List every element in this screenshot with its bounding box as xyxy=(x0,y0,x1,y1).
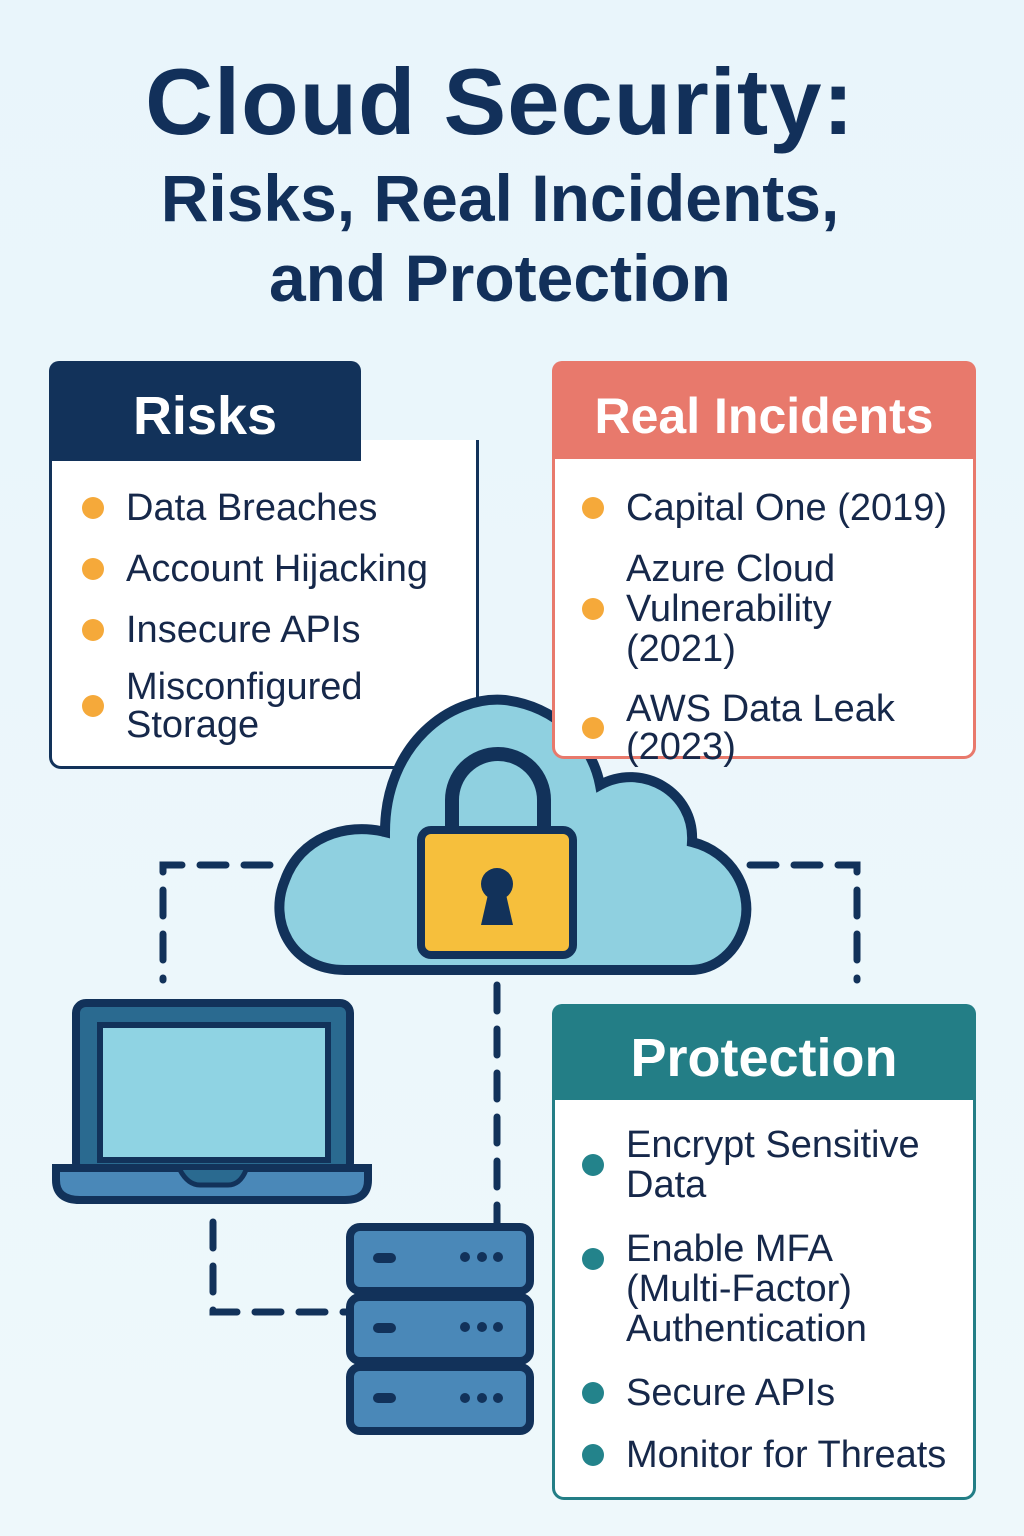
list-item: Misconfigured Storage xyxy=(52,668,426,744)
bullet-icon xyxy=(582,1382,604,1404)
list-item: Monitor for Threats xyxy=(552,1435,972,1475)
bullet-icon xyxy=(582,1444,604,1466)
connector-right xyxy=(746,861,861,984)
item-label: Enable MFA (Multi-Factor) Authentication xyxy=(626,1228,867,1350)
item-label: Encrypt Sensitive Data xyxy=(626,1124,920,1206)
bullet-icon xyxy=(582,1248,604,1270)
incidents-list: Capital One (2019) Azure Cloud Vulnerabi… xyxy=(552,488,972,766)
list-item: Data Breaches xyxy=(52,488,472,528)
risks-list: Data Breaches Account Hijacking Insecure… xyxy=(52,488,472,744)
list-item: AWS Data Leak (2023) xyxy=(552,690,926,766)
dashed-connectors xyxy=(159,861,861,1316)
item-label: AWS Data Leak (2023) xyxy=(626,688,895,768)
item-label: Capital One (2019) xyxy=(626,487,948,529)
title-sub-1: Risks, Real Incidents, xyxy=(160,161,840,235)
bullet-icon xyxy=(82,619,104,641)
connector-left xyxy=(159,861,274,984)
server-indicators xyxy=(373,1252,503,1403)
protection-heading: Protection xyxy=(552,1004,976,1100)
item-label: Data Breaches xyxy=(126,487,378,529)
bullet-icon xyxy=(582,717,604,739)
bullet-icon xyxy=(582,598,604,620)
laptop-icon xyxy=(52,999,372,1204)
item-label: Misconfigured Storage xyxy=(126,666,363,746)
bullet-icon xyxy=(582,1154,604,1176)
server-icon xyxy=(346,1223,534,1435)
bullet-icon xyxy=(82,558,104,580)
protection-list: Encrypt Sensitive Data Enable MFA (Multi… xyxy=(552,1125,972,1475)
list-item: Capital One (2019) xyxy=(552,488,972,528)
list-item: Encrypt Sensitive Data xyxy=(552,1125,946,1205)
padlock-icon xyxy=(417,747,577,959)
item-label: Insecure APIs xyxy=(126,609,361,651)
bullet-icon xyxy=(82,695,104,717)
list-item: Insecure APIs xyxy=(52,610,472,650)
item-label: Monitor for Threats xyxy=(626,1434,947,1476)
bullet-icon xyxy=(82,497,104,519)
risks-heading: Risks xyxy=(49,361,361,461)
list-item: Secure APIs xyxy=(552,1373,972,1413)
list-item: Azure Cloud Vulnerability (2021) xyxy=(552,549,946,669)
title-sub-2: and Protection xyxy=(268,241,732,315)
title-main: Cloud Security: xyxy=(145,49,855,154)
bullet-icon xyxy=(582,497,604,519)
list-item: Account Hijacking xyxy=(52,549,472,589)
item-label: Secure APIs xyxy=(626,1372,836,1414)
connector-laptop-server xyxy=(209,1218,352,1316)
incidents-heading: Real Incidents xyxy=(552,361,976,459)
risks-body-fill xyxy=(52,461,476,521)
item-label: Azure Cloud Vulnerability (2021) xyxy=(626,548,836,670)
item-label: Account Hijacking xyxy=(126,548,429,590)
list-item: Enable MFA (Multi-Factor) Authentication xyxy=(552,1229,916,1349)
